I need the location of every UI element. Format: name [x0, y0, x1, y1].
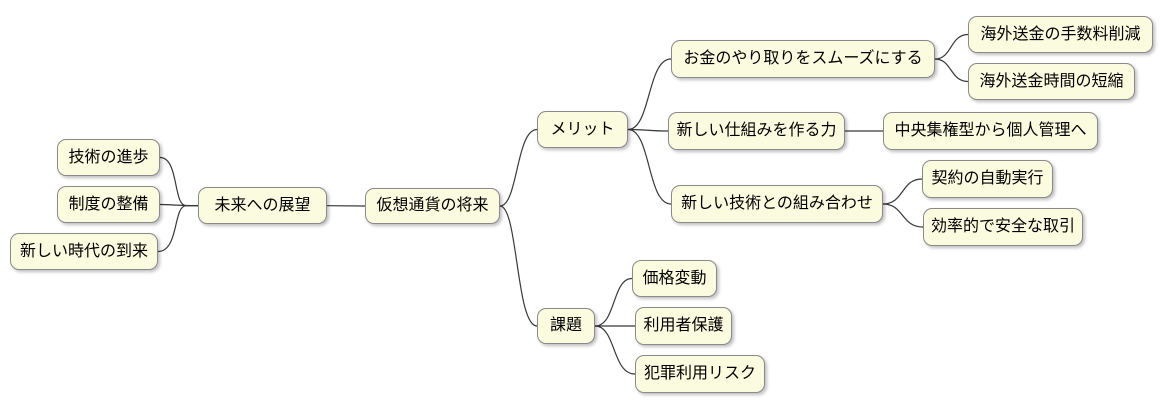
node-smooth-money: お金のやり取りをスムーズにする	[671, 40, 935, 78]
connector-new-era-to-future-outlook	[157, 205, 199, 253]
node-tech-progress: 技術の進歩	[57, 139, 160, 176]
connector-issues-to-price-volatility	[594, 277, 633, 327]
connector-root-to-merit	[499, 128, 538, 207]
node-future-outlook: 未来への展望	[198, 187, 327, 224]
connector-root-to-issues	[499, 205, 538, 327]
node-new-tech-combo: 新しい技術との組み合わせ	[671, 185, 883, 223]
connector-new-tech-combo-to-auto-contract	[882, 178, 923, 205]
node-user-protection: 利用者保護	[635, 307, 732, 345]
node-root: 仮想通貨の将来	[365, 188, 500, 224]
node-institutional: 制度の整備	[57, 186, 160, 223]
node-auto-contract: 契約の自動実行	[922, 160, 1053, 198]
node-merit: メリット	[537, 111, 628, 148]
connector-new-tech-combo-to-efficient-tx	[882, 203, 924, 228]
connector-merit-to-new-system	[627, 128, 669, 132]
node-price-volatility: 価格変動	[632, 260, 717, 297]
node-fee-reduction: 海外送金の手数料削減	[968, 16, 1153, 53]
connector-smooth-money-to-time-reduction	[934, 58, 969, 83]
node-new-system: 新しい仕組みを作る力	[668, 112, 845, 150]
connector-tech-progress-to-future-outlook	[159, 156, 199, 207]
node-efficient-tx: 効率的で安全な取引	[923, 208, 1083, 246]
connector-merit-to-smooth-money	[627, 58, 672, 131]
node-decentralized: 中央集権型から個人管理へ	[883, 112, 1098, 150]
connector-smooth-money-to-fee-reduction	[934, 33, 969, 60]
connector-merit-to-new-tech-combo	[627, 128, 672, 205]
connector-issues-to-crime-risk	[594, 325, 636, 375]
node-crime-risk: 犯罪利用リスク	[635, 355, 765, 393]
node-new-era: 新しい時代の到来	[10, 233, 158, 270]
node-issues: 課題	[537, 308, 595, 344]
node-time-reduction: 海外送金時間の短縮	[968, 63, 1135, 100]
